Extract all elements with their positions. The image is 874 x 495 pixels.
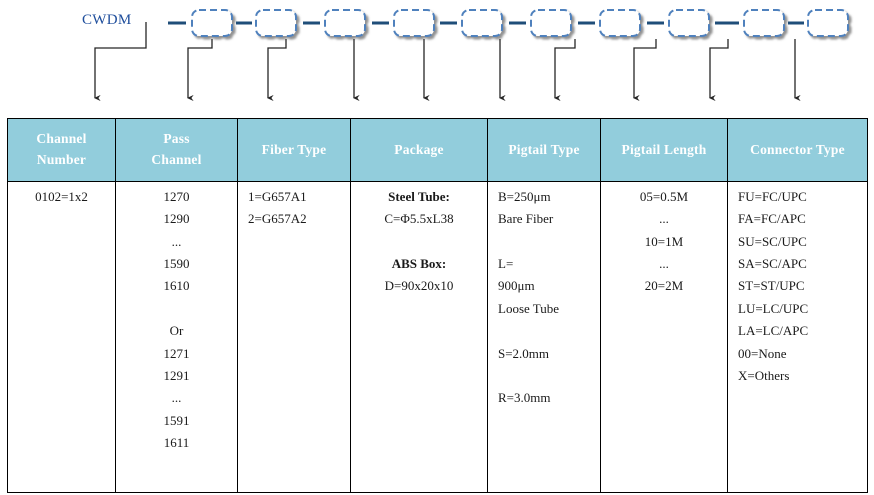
cell-line: LU=LC/UPC — [738, 300, 809, 316]
cell-lines: 1=G657A1 2=G657A2 — [238, 186, 350, 231]
cell-line: FU=FC/UPC — [738, 189, 807, 204]
cell-line: SU=SC/UPC — [738, 233, 807, 249]
cell-line: Loose Tube — [498, 300, 560, 316]
cell-line: ... — [171, 390, 182, 406]
cell-line: ABS Box: — [391, 256, 447, 272]
header-line: Number — [36, 152, 87, 167]
column-header-fiber-type: Fiber Type — [237, 118, 351, 182]
leader-arrow-9 — [708, 39, 729, 101]
cell-line: ... — [659, 211, 669, 227]
column-header-channel-number: Channel Number — [7, 118, 116, 182]
cell-lines: 0102=1x2 — [8, 186, 115, 208]
leader-arrow-7 — [553, 39, 576, 101]
cell-line: LA=LC/APC — [738, 323, 809, 339]
cell-line: ... — [171, 233, 182, 249]
cell-line: 1590 — [163, 256, 190, 272]
cell-line: 1291 — [163, 367, 190, 383]
cell-line: R=3.0mm — [498, 390, 551, 406]
cell-line: 00=None — [738, 345, 787, 361]
cell-line: 1591 — [163, 412, 190, 428]
cell-line: B=250μm — [498, 189, 551, 204]
placeholder-box-7 — [599, 9, 641, 37]
part-number-schematic: CWDM — [0, 0, 874, 112]
cell-line: 1=G657A1 — [248, 189, 307, 204]
column-header-pass-channel: Pass Channel — [115, 118, 238, 182]
cell-line: S=2.0mm — [498, 345, 550, 361]
leader-arrow-3 — [266, 39, 287, 101]
cell-pigtail-length: 05=0.5M... 10=1M... 20=2M — [600, 181, 728, 493]
cell-line: 1610 — [163, 278, 190, 294]
header-line: Channel — [36, 131, 87, 147]
cell-line: Or — [169, 323, 184, 339]
cell-line: FA=FC/APC — [738, 211, 806, 227]
placeholder-boxes — [191, 9, 849, 37]
cell-line — [116, 298, 237, 320]
cell-line: Steel Tube: — [388, 189, 450, 204]
cell-lines: FU=FC/UPC FA=FC/APC SU=SC/UPC SA=SC/APC ST=S… — [728, 186, 867, 387]
placeholder-box-2 — [255, 9, 297, 37]
cell-line: L= — [498, 256, 514, 272]
cell-line: 0102=1x2 — [35, 189, 88, 204]
cell-line — [488, 320, 600, 342]
cell-line: X=Others — [738, 367, 790, 383]
leader-arrow-2 — [186, 39, 213, 101]
cell-line: 1270 — [163, 189, 190, 204]
placeholder-box-8 — [668, 9, 710, 37]
cell-line: 05=0.5M — [639, 189, 689, 204]
header-line: Channel — [151, 152, 202, 167]
cell-line: C=Φ5.5xL38 — [384, 211, 454, 227]
header-line: Pass — [163, 131, 190, 147]
cell-lines: 1270 1290... 1590 1610 Or 1271 1291... 1591 161… — [116, 186, 237, 454]
cell-lines: Steel Tube: C=Φ5.5xL38 ABS Box: D=90x20x10 — [351, 186, 487, 298]
part-number-spec-table: Channel Number Pass Channel Fiber Type P… — [7, 118, 868, 493]
table-header-row: Channel Number Pass Channel Fiber Type P… — [7, 118, 868, 182]
column-header-pigtail-type: Pigtail Type — [487, 118, 601, 182]
cell-line: 2=G657A2 — [248, 211, 307, 227]
cell-line: ... — [659, 256, 669, 272]
cell-line: 1271 — [163, 345, 190, 361]
placeholder-box-1 — [191, 9, 233, 37]
placeholder-box-4 — [393, 9, 435, 37]
cell-lines: 05=0.5M... 10=1M... 20=2M — [601, 186, 727, 298]
header-line: Fiber Type — [261, 141, 327, 157]
cell-line: D=90x20x10 — [384, 278, 454, 294]
cell-line: 20=2M — [644, 278, 684, 294]
column-header-connector-type: Connector Type — [727, 118, 868, 182]
cell-line — [488, 231, 600, 253]
cell-connector-type: FU=FC/UPC FA=FC/APC SU=SC/UPC SA=SC/APC ST=S… — [727, 181, 868, 493]
cell-line: 1611 — [163, 434, 190, 450]
header-line: Connector Type — [750, 141, 845, 157]
cell-line — [351, 231, 487, 253]
header-line: Pigtail Length — [621, 141, 707, 157]
cwdm-label: CWDM — [82, 12, 132, 28]
placeholder-box-3 — [324, 9, 366, 37]
header-line: Pigtail Type — [508, 141, 580, 157]
placeholder-box-10 — [807, 9, 849, 37]
cell-line: SA=SC/APC — [738, 256, 807, 272]
cell-line: Bare Fiber — [498, 211, 554, 227]
cell-pass-channel: 1270 1290... 1590 1610 Or 1271 1291... 1591 161… — [115, 181, 238, 493]
leader-arrow-8 — [632, 39, 657, 101]
cell-line: 10=1M — [644, 233, 684, 249]
cell-line — [488, 365, 600, 387]
placeholder-box-6 — [530, 9, 572, 37]
cell-fiber-type: 1=G657A1 2=G657A2 — [237, 181, 351, 493]
cell-line: 1290 — [163, 211, 190, 227]
column-header-package: Package — [350, 118, 488, 182]
column-header-pigtail-length: Pigtail Length — [600, 118, 728, 182]
cell-line: 900μm — [498, 278, 535, 294]
cell-package: Steel Tube: C=Φ5.5xL38 ABS Box: D=90x20x10 — [350, 181, 488, 493]
table-row: 0102=1x2 1270 1290... 1590 1610 Or 1271 1291.… — [7, 181, 868, 493]
leader-arrows — [93, 22, 801, 101]
header-line: Package — [394, 141, 444, 157]
cell-line: ST=ST/UPC — [738, 278, 805, 294]
schematic-canvas — [93, 9, 849, 101]
placeholder-box-9 — [743, 9, 785, 37]
leader-arrow-1 — [93, 22, 147, 101]
cell-channel-number: 0102=1x2 — [7, 181, 116, 493]
placeholder-box-5 — [461, 9, 503, 37]
